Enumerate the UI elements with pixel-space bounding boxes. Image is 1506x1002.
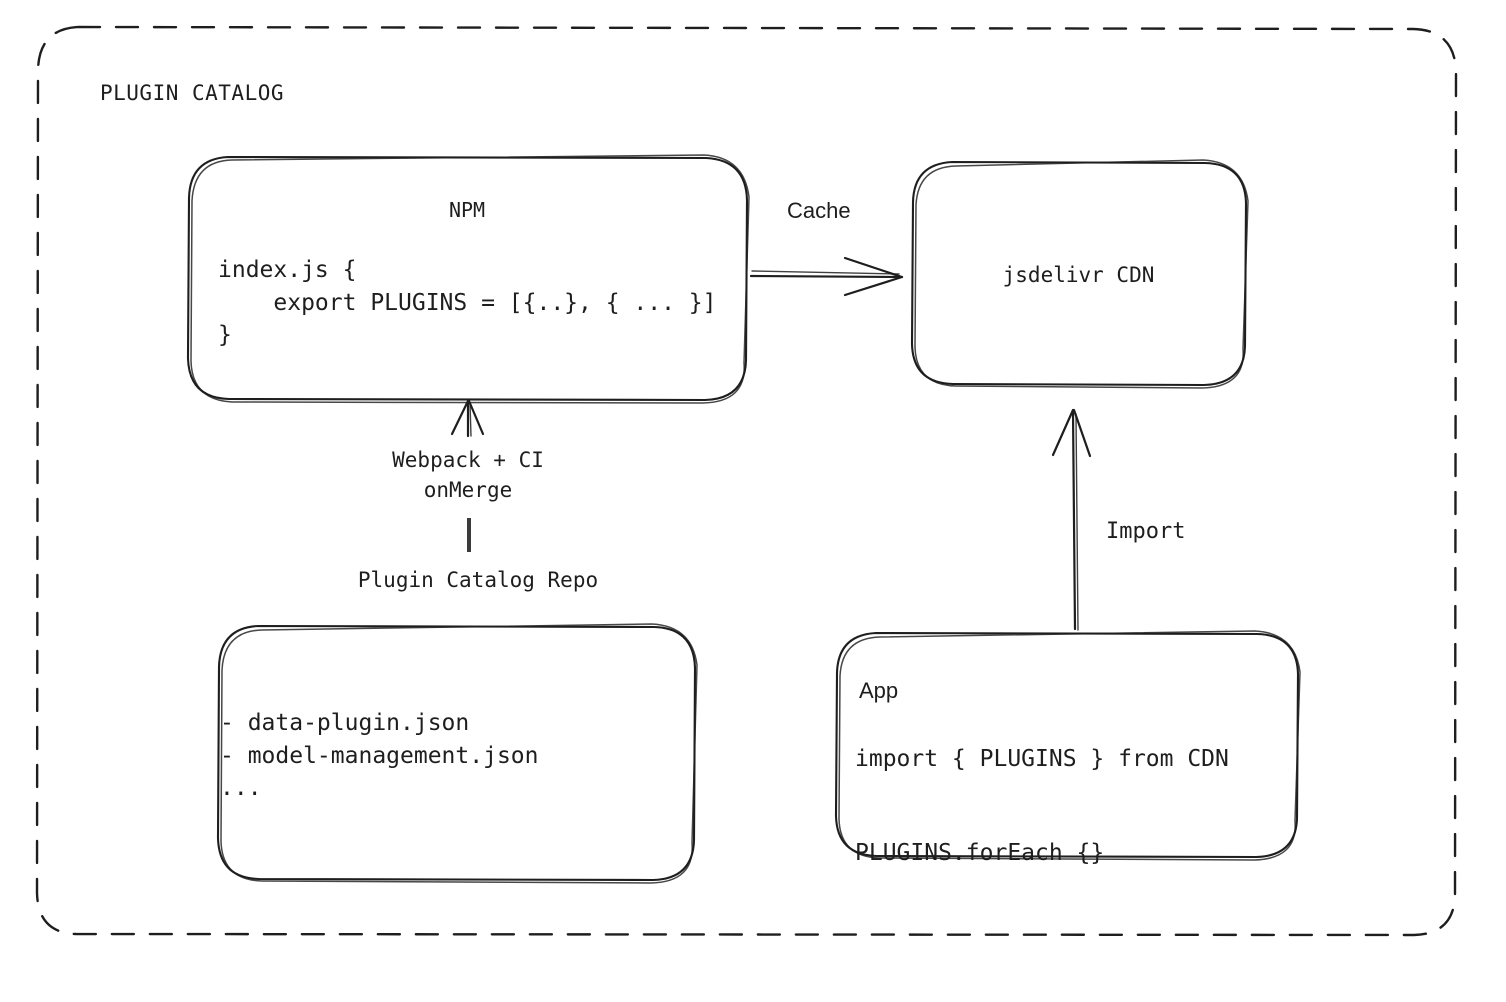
repo-node-caption: Plugin Catalog Repo (357, 568, 599, 592)
npm-node-title: NPM (448, 198, 486, 222)
cdn-node-shape (910, 159, 1249, 389)
cache-edge-label: Cache (787, 198, 851, 223)
plugin-catalog-frame (35, 25, 1458, 937)
import-edge-label: Import (1106, 519, 1186, 544)
import-edge-arrow (1051, 408, 1092, 631)
app-node-code: import { PLUGINS } from CDN PLUGINS.forE… (855, 746, 1229, 867)
cdn-node-title: jsdelivr CDN (1002, 263, 1155, 287)
npm-node-shape (186, 154, 750, 404)
webpack-edge-arrow (450, 399, 485, 552)
repo-node-shape (216, 623, 698, 884)
frame-title: PLUGIN CATALOG (100, 81, 285, 105)
repo-node-items: - data-plugin.json - model-management.js… (220, 710, 539, 802)
app-node-title: App (859, 678, 899, 703)
app-node-shape (834, 630, 1301, 861)
webpack-edge-label: Webpack + CI onMerge (392, 448, 544, 502)
cache-edge-arrow (749, 256, 904, 297)
npm-node-code: index.js { export PLUGINS = [{..}, { ...… (218, 257, 717, 349)
